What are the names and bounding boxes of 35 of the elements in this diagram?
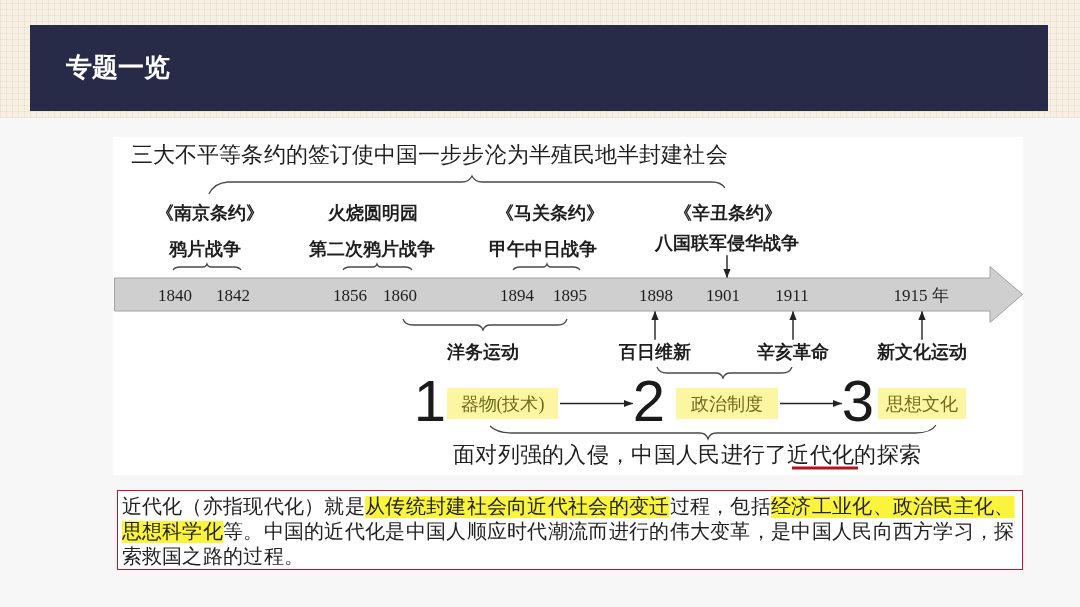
arrow — [779, 399, 843, 408]
period-label: 洋务运动 — [447, 341, 519, 363]
event-label: 新文化运动 — [877, 341, 967, 363]
caption-text: 三大不平等条约的签订使中国一步步沦为半殖民地半封建社会 — [131, 142, 728, 168]
year-label: 1901 — [706, 285, 740, 306]
year-label: 1856 — [333, 285, 367, 306]
timeline-arrow — [114, 266, 1023, 323]
step-number: 1 — [413, 372, 447, 430]
event-label: 八国联军侵华战争 — [655, 232, 799, 254]
treaty-label: 《辛丑条约》 — [674, 202, 782, 224]
arrow — [651, 310, 659, 341]
year-label: 1915 年 — [893, 285, 949, 306]
year-label: 1911 — [775, 285, 809, 306]
treaty-label: 《南京条约》 — [156, 202, 264, 224]
arrow — [559, 399, 634, 408]
arrow — [789, 310, 797, 341]
summary-text: 面对列强的入侵，中国人民进行了近代化的探索 — [453, 442, 922, 468]
treaty-label: 火烧圆明园 — [328, 202, 418, 224]
year-label: 1842 — [216, 285, 250, 306]
arrow — [723, 254, 731, 279]
year-label: 1898 — [639, 285, 673, 306]
year-label: 1895 — [553, 285, 587, 306]
label-box: 思想文化 — [878, 388, 966, 419]
label-box: 器物(技术) — [447, 388, 558, 419]
label-box: 政治制度 — [676, 388, 778, 419]
year-label: 1840 — [158, 285, 192, 306]
title: 专题一览 — [66, 53, 170, 83]
step-number: 2 — [632, 372, 666, 430]
treaty-label: 《马关条约》 — [496, 202, 604, 224]
step-number: 3 — [841, 372, 875, 430]
year-label: 1894 — [500, 285, 534, 306]
event-label: 辛亥革命 — [757, 341, 829, 363]
arrow — [918, 310, 926, 341]
event-label: 百日维新 — [619, 341, 691, 363]
year-label: 1860 — [383, 285, 417, 306]
